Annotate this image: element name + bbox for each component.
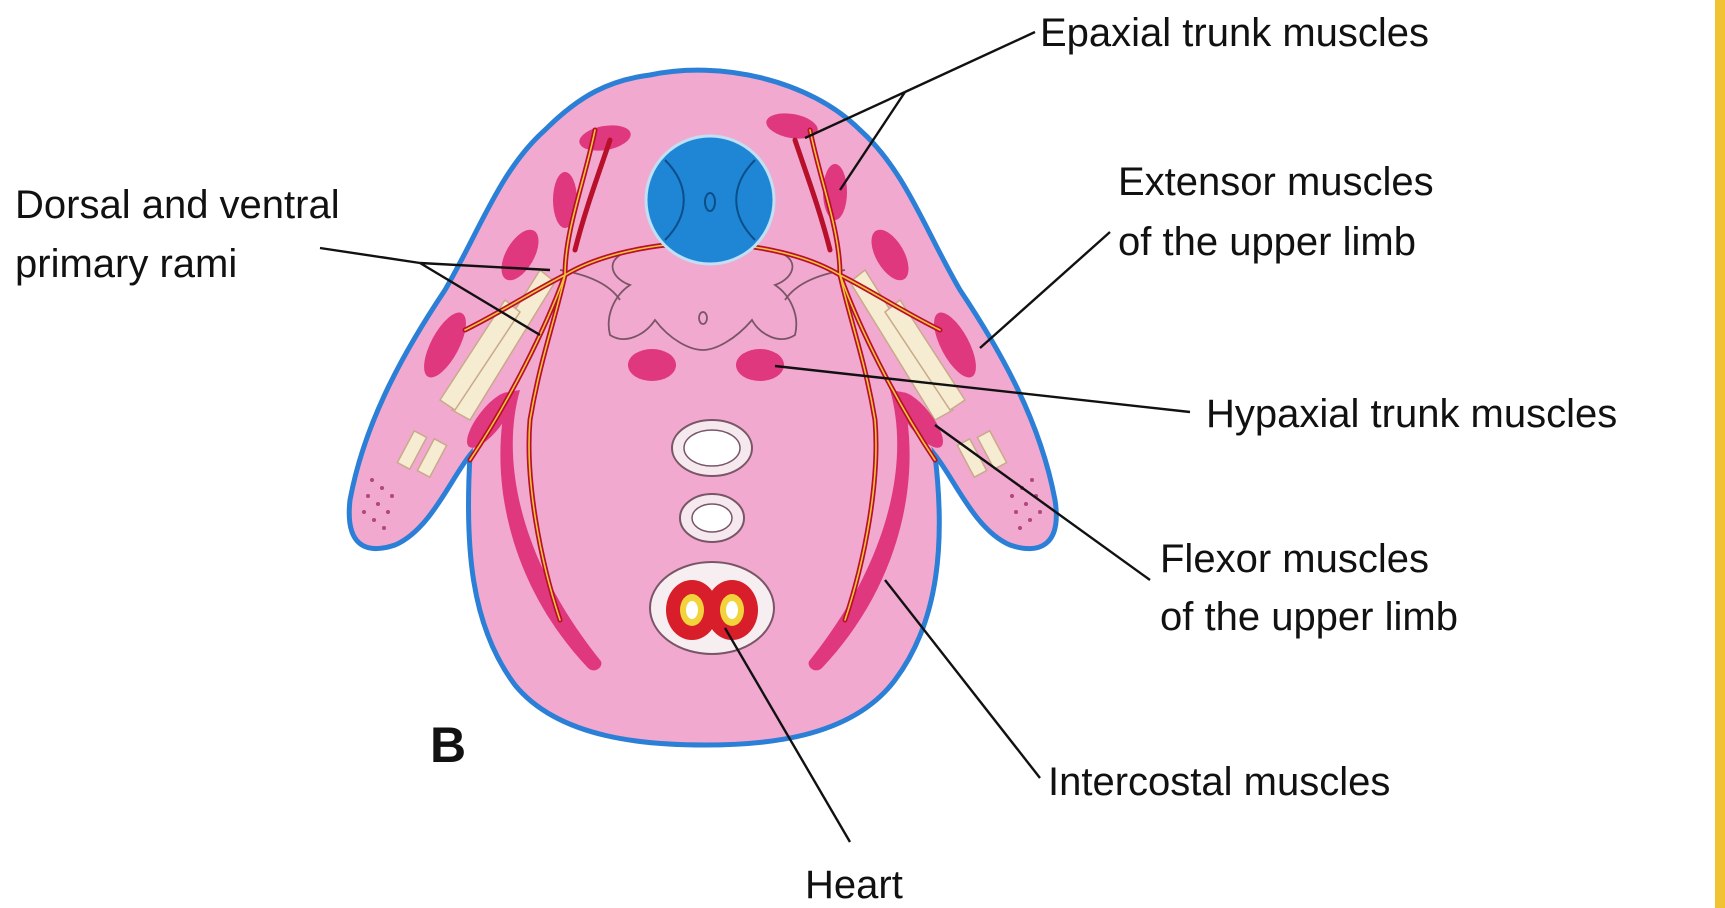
label-extensor-line1: Extensor muscles	[1118, 160, 1434, 204]
accent-edge-strip	[1715, 0, 1725, 908]
label-flexor-line2: of the upper limb	[1160, 595, 1458, 639]
panel-letter: B	[430, 717, 466, 773]
leader-rami-main	[320, 248, 420, 263]
leader-intercostal	[885, 580, 1040, 778]
heart-structure	[650, 562, 774, 654]
neural-tube	[646, 136, 774, 264]
label-hypaxial: Hypaxial trunk muscles	[1206, 392, 1617, 436]
label-intercostal: Intercostal muscles	[1048, 760, 1390, 804]
leader-extensor	[980, 232, 1110, 348]
label-extensor-line2: of the upper limb	[1118, 220, 1416, 264]
label-flexor-line1: Flexor muscles	[1160, 537, 1429, 581]
label-epaxial: Epaxial trunk muscles	[1040, 11, 1429, 55]
label-rami-line1: Dorsal and ventral	[15, 183, 340, 227]
leader-epaxial-main	[905, 32, 1035, 92]
label-heart: Heart	[805, 863, 903, 907]
label-rami-line2: primary rami	[15, 242, 237, 286]
